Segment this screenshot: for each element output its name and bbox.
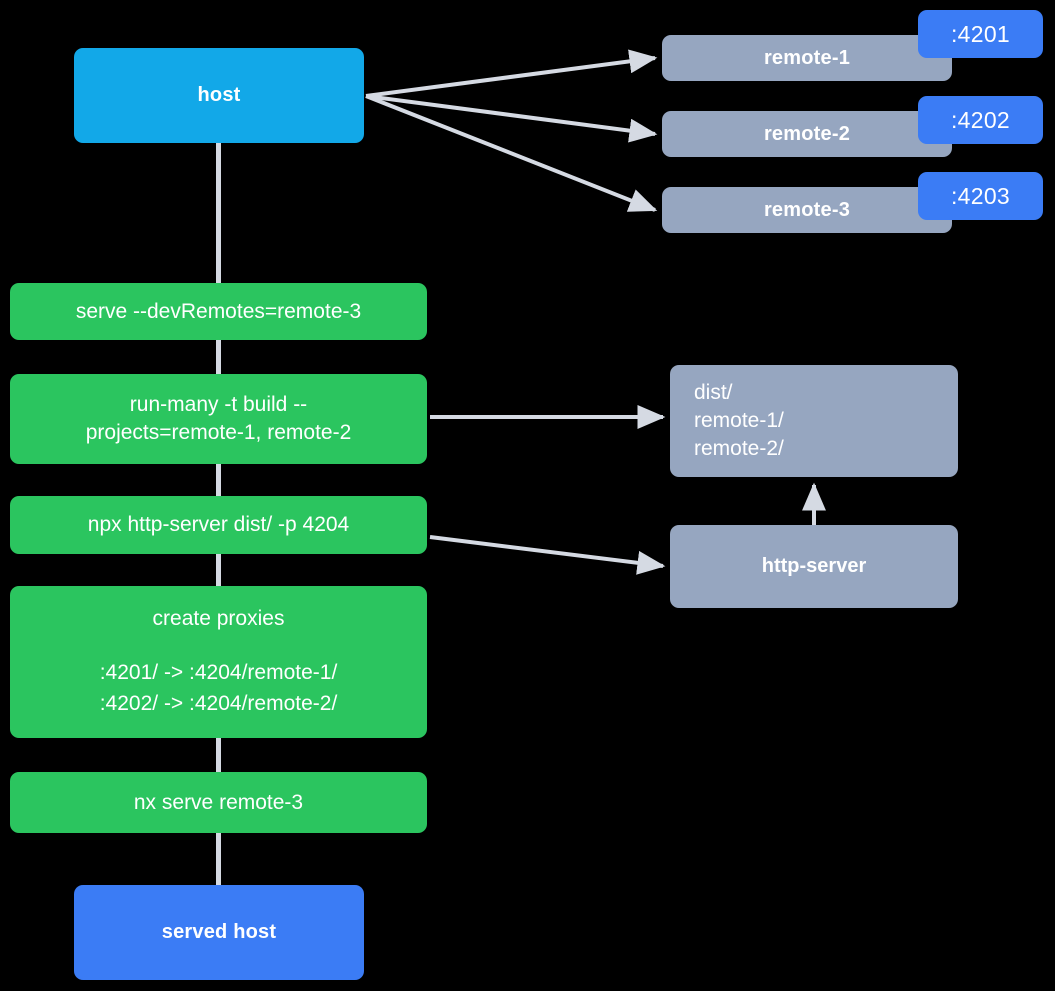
connector-nxserve-to-servedhost <box>216 833 221 885</box>
edge-host-to-remote-1 <box>365 49 658 98</box>
port-badge-remote-2: :4202 <box>918 96 1043 144</box>
node-command-nx-serve-remote-3[interactable]: nx serve remote-3 <box>10 772 427 833</box>
create-proxies-title: create proxies <box>152 606 285 630</box>
edge-host-to-remote-2 <box>365 94 658 143</box>
connector-proxies-to-nxserve <box>216 738 221 772</box>
connector-runmany-to-httpserver <box>216 464 221 496</box>
node-host[interactable]: host <box>74 48 364 143</box>
port-badge-remote-3: :4203 <box>918 172 1043 220</box>
port-badge-remote-1: :4201 <box>918 10 1043 58</box>
edge-host-to-remote-3 <box>365 94 658 212</box>
connector-serve-to-runmany <box>216 340 221 374</box>
create-proxies-mappings: :4201/ -> :4204/remote-1/ :4202/ -> :420… <box>99 661 338 715</box>
node-remote-2[interactable]: remote-2 <box>662 111 952 157</box>
node-command-npx-http-server[interactable]: npx http-server dist/ -p 4204 <box>10 496 427 554</box>
node-dist-folder[interactable]: dist/ remote-1/ remote-2/ <box>670 365 958 477</box>
node-command-serve-devremotes[interactable]: serve --devRemotes=remote-3 <box>10 283 427 340</box>
node-command-create-proxies[interactable]: create proxies :4201/ -> :4204/remote-1/… <box>10 586 427 738</box>
node-remote-1[interactable]: remote-1 <box>662 35 952 81</box>
connector-host-to-serve <box>216 143 221 283</box>
node-command-run-many-build[interactable]: run-many -t build -- projects=remote-1, … <box>10 374 427 464</box>
node-http-server[interactable]: http-server <box>670 525 958 608</box>
node-served-host[interactable]: served host <box>74 885 364 980</box>
connector-httpserver-to-proxies <box>216 554 221 586</box>
node-remote-3[interactable]: remote-3 <box>662 187 952 233</box>
edge-httpserver-cmd-to-http-server <box>429 535 666 575</box>
